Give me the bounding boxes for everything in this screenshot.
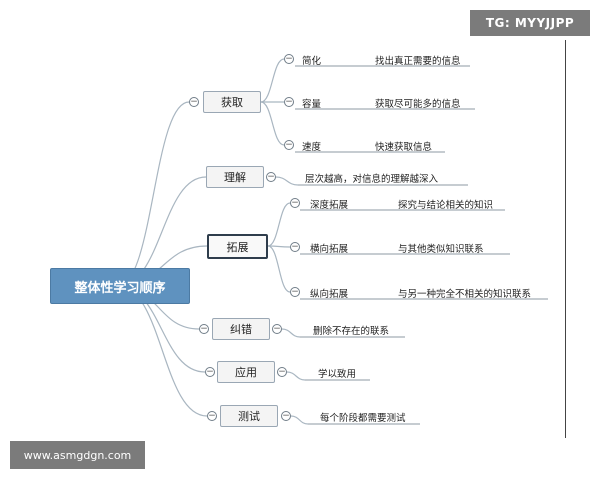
branch-node-expand[interactable]: 拓展 <box>207 234 268 259</box>
collapse-toggle-icon[interactable]: − <box>281 411 291 421</box>
branch-node-test[interactable]: 测试 <box>220 405 278 427</box>
branch-node-correct[interactable]: 纠错 <box>212 318 270 340</box>
connector-line <box>260 101 285 146</box>
leaf-text: 每个阶段都需要测试 <box>320 413 406 424</box>
collapse-toggle-icon[interactable]: − <box>266 172 276 182</box>
leaf-text: 层次越高，对信息的理解越深入 <box>305 174 439 185</box>
leaf-text: 与其他类似知识联系 <box>398 244 484 255</box>
collapse-toggle-icon[interactable]: − <box>189 97 199 107</box>
connector-line <box>260 58 285 103</box>
branch-node-understand[interactable]: 理解 <box>206 166 264 188</box>
collapse-toggle-icon[interactable]: − <box>290 242 300 252</box>
connector-line <box>286 371 306 381</box>
collapse-toggle-icon[interactable]: − <box>284 54 294 64</box>
leaf-text: 删除不存在的联系 <box>313 326 390 337</box>
collapse-toggle-icon[interactable]: − <box>272 324 282 334</box>
branch-node-acquire[interactable]: 获取 <box>203 91 261 113</box>
leaf-text: 与另一种完全不相关的知识联系 <box>398 289 532 300</box>
watermark-top: TG: MYYJJPP <box>470 10 590 36</box>
connector-line <box>117 101 190 287</box>
collapse-toggle-icon[interactable]: − <box>207 411 217 421</box>
leaf-term: 深度拓展 <box>310 200 349 211</box>
leaf-text: 找出真正需要的信息 <box>375 56 461 67</box>
leaf-term: 横向拓展 <box>310 244 349 255</box>
frame-divider <box>565 40 566 438</box>
leaf-text: 获取尽可能多的信息 <box>375 99 461 110</box>
collapse-toggle-icon[interactable]: − <box>290 198 300 208</box>
connector-line <box>281 328 301 338</box>
connector-line <box>117 285 208 417</box>
branch-node-apply[interactable]: 应用 <box>217 361 275 383</box>
leaf-text: 学以致用 <box>318 369 357 380</box>
connector-line <box>267 202 291 247</box>
collapse-toggle-icon[interactable]: − <box>290 287 300 297</box>
collapse-toggle-icon[interactable]: − <box>277 367 287 377</box>
collapse-toggle-icon[interactable]: − <box>284 97 294 107</box>
leaf-term: 速度 <box>302 142 322 153</box>
collapse-toggle-icon[interactable]: − <box>205 367 215 377</box>
collapse-toggle-icon[interactable]: − <box>199 324 209 334</box>
leaf-term: 简化 <box>302 56 322 67</box>
watermark-bottom: www.asmgdgn.com <box>10 441 145 469</box>
leaf-term: 纵向拓展 <box>310 289 349 300</box>
leaf-text: 探究与结论相关的知识 <box>398 200 494 211</box>
leaf-text: 快速获取信息 <box>375 142 433 153</box>
connector-line <box>275 176 299 186</box>
connector-line <box>267 245 291 248</box>
connector-line <box>267 245 291 293</box>
collapse-toggle-icon[interactable]: − <box>284 140 294 150</box>
leaf-term: 容量 <box>302 99 322 110</box>
connector-line <box>290 415 309 425</box>
root-node[interactable]: 整体性学习顺序 <box>50 268 190 304</box>
